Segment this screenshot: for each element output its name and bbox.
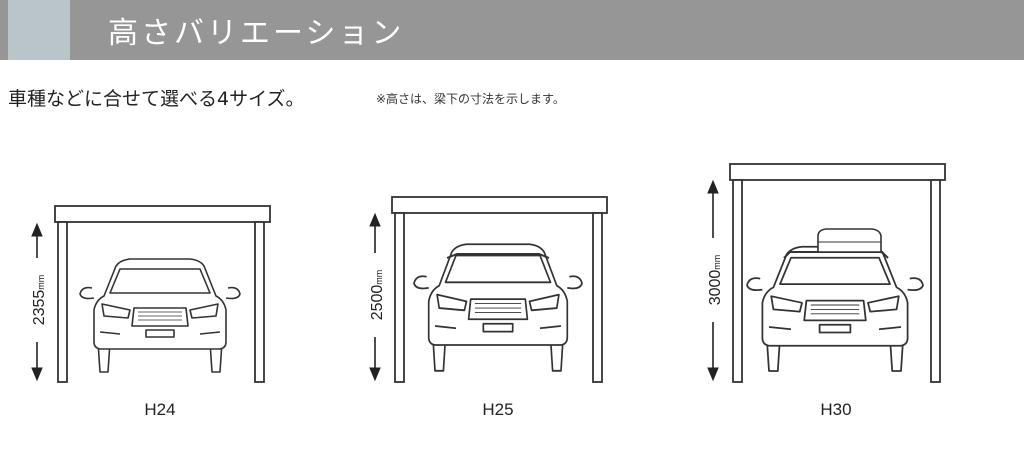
size-label-h24: H24	[144, 400, 176, 419]
left-post	[57, 221, 68, 383]
left-post	[732, 179, 743, 383]
sedan-car-icon	[79, 258, 241, 373]
dimension-value: 2500	[369, 284, 386, 321]
right-post	[254, 221, 265, 383]
suv-car-icon	[413, 243, 583, 372]
header-accent-block	[8, 0, 70, 60]
dimension-label-h24: 2355mm	[31, 258, 49, 342]
carport-h30	[707, 163, 946, 383]
dimension-unit: mm	[36, 274, 46, 290]
right-post	[592, 212, 603, 383]
dimension-unit: mm	[712, 254, 722, 270]
dimension-value: 3000	[707, 269, 724, 306]
roof-beam	[391, 196, 608, 214]
dimension-label-h25: 2500mm	[369, 253, 387, 337]
carport-h25	[369, 196, 608, 383]
left-post	[394, 212, 405, 383]
dimension-label-h30: 3000mm	[707, 238, 725, 322]
header-bar	[0, 0, 1024, 60]
roof-beam	[729, 163, 946, 181]
dimension-unit: mm	[374, 269, 384, 285]
van-with-roof-box-icon	[746, 245, 924, 372]
roof-beam	[54, 205, 271, 223]
dimension-value: 2355	[31, 289, 48, 326]
right-post	[930, 179, 941, 383]
size-label-h25: H25	[482, 400, 514, 419]
size-label-h30: H30	[820, 400, 852, 419]
height-note: ※高さは、梁下の寸法を示します。	[376, 92, 565, 106]
subtitle: 車種などに合せて選べる4サイズ。	[8, 88, 305, 110]
carport-h24	[31, 205, 271, 383]
roof-box-icon	[783, 228, 889, 259]
page-title: 高さバリエーション	[108, 16, 405, 51]
